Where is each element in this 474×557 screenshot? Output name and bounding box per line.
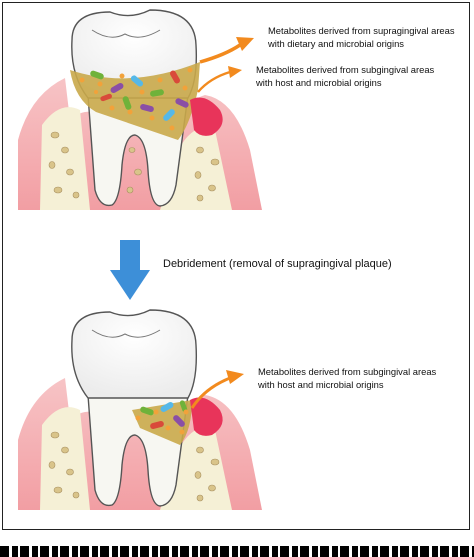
arrow-supragingival-head-top — [236, 37, 254, 51]
figure-frame — [2, 2, 470, 530]
arrow-subgingival-head-bottom — [226, 370, 244, 384]
periodontal-diagram — [18, 9, 262, 510]
label-subgingival-line1-bottom: Metabolites derived from subgingival are… — [258, 366, 437, 377]
label-supragingival-line1: Metabolites derived from supragingival a… — [268, 25, 455, 36]
bone-pores-bottom — [48, 431, 220, 502]
alveolar-bone-top — [40, 107, 232, 210]
top-panel — [18, 9, 262, 210]
bacteria-cluster-bottom — [135, 400, 189, 435]
bacteria-cluster-top — [79, 67, 193, 131]
arrow-subgingival-top — [197, 70, 231, 93]
debridement-label: Debridement (removal of supragingival pl… — [163, 258, 392, 270]
inflamed-gum-top — [190, 97, 223, 136]
label-subgingival-line1-top: Metabolites derived from subgingival are… — [256, 64, 435, 75]
cropped-caption — [0, 538, 474, 557]
bottom-panel — [18, 309, 262, 510]
label-subgingival-top: Metabolites derived from subgingival are… — [256, 63, 434, 89]
inflamed-gum-bottom — [190, 397, 223, 436]
bone-pores-top — [48, 131, 220, 202]
arrow-subgingival-bottom — [190, 376, 231, 409]
label-subgingival-line2-top: with host and microbial origins — [256, 77, 382, 88]
cropped-caption-text — [0, 546, 474, 557]
arrow-subgingival-head-top — [228, 66, 242, 78]
label-supragingival-line2: with dietary and microbial origins — [268, 38, 404, 49]
debridement-arrow — [110, 240, 150, 300]
alveolar-bone-bottom — [40, 407, 232, 510]
tooth-crown-bottom — [71, 309, 198, 399]
label-subgingival-bottom: Metabolites derived from subgingival are… — [258, 365, 436, 391]
arrow-supragingival-top — [199, 43, 241, 64]
crown-groove-top — [91, 29, 161, 38]
label-subgingival-line2-bottom: with host and microbial origins — [258, 379, 384, 390]
label-supragingival-top: Metabolites derived from supragingival a… — [268, 24, 455, 50]
crown-groove-bottom — [91, 329, 161, 338]
